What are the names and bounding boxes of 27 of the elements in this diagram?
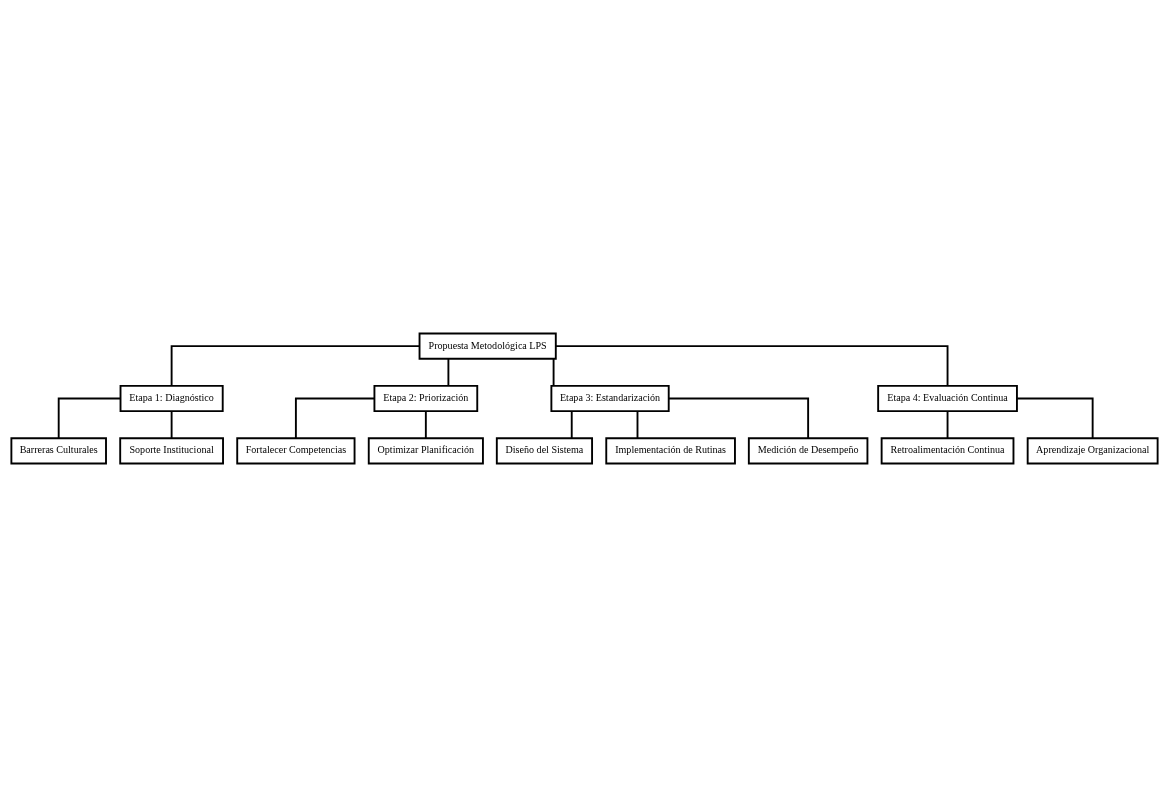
connector bbox=[555, 345, 949, 387]
node-box: Etapa 3: Estandarización bbox=[550, 384, 670, 413]
connector bbox=[668, 397, 810, 440]
connector bbox=[636, 410, 639, 440]
node-box: Etapa 2: Priorización bbox=[373, 384, 479, 413]
node-box: Etapa 1: Diagnóstico bbox=[119, 384, 224, 413]
node-box: Fortalecer Competencias bbox=[236, 437, 356, 465]
node-box: Propuesta Metodológica LPS bbox=[418, 332, 557, 360]
connector bbox=[57, 397, 122, 440]
node-box: Aprendizaje Organizacional bbox=[1026, 437, 1159, 465]
node-box: Etapa 4: Evaluación Continua bbox=[877, 384, 1018, 413]
connector bbox=[170, 345, 421, 387]
connector bbox=[552, 357, 555, 387]
node-box: Soporte Institucional bbox=[119, 437, 224, 465]
node-box: Retroalimentación Continua bbox=[880, 437, 1015, 465]
connector bbox=[946, 410, 949, 440]
node-box: Optimizar Planificación bbox=[367, 437, 484, 465]
node-box: Medición de Desempeño bbox=[747, 437, 869, 465]
connector bbox=[447, 357, 450, 387]
connector bbox=[1016, 397, 1094, 440]
connector bbox=[424, 410, 427, 440]
node-box: Diseño del Sistema bbox=[495, 437, 593, 465]
connector bbox=[570, 410, 573, 440]
node-box: Implementación de Rutinas bbox=[605, 437, 736, 465]
node-box: Barreras Culturales bbox=[10, 437, 107, 465]
connector bbox=[170, 410, 173, 440]
connector bbox=[294, 397, 376, 440]
